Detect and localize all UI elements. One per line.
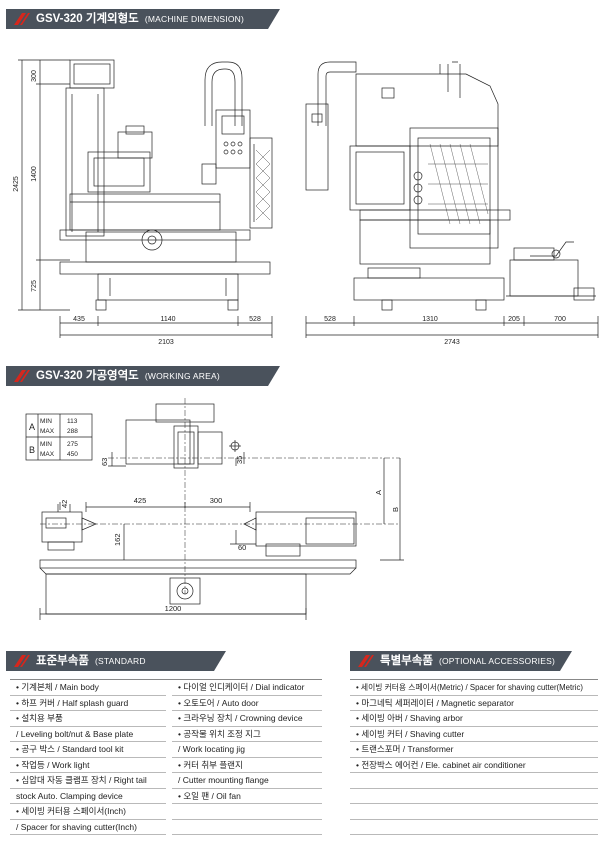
dim-h1400: 1400	[31, 166, 38, 182]
list-item: • 세이빙 커터 / Shaving cutter	[350, 727, 598, 742]
list-item: • 오토도어 / Auto door	[172, 696, 322, 711]
dim-w1310: 1310	[422, 316, 438, 323]
section-title: GSV-320 기계외형도	[36, 13, 139, 25]
standard-accessories-table: • 기계본체 / Main body • 하프 커버 / Half splash…	[10, 679, 322, 837]
list-item: • 세이빙 커터용 스페이서(Metric) / Spacer for shav…	[350, 680, 598, 696]
dim-h300: 300	[31, 70, 38, 82]
red-stripe-icon	[14, 370, 30, 382]
dim-42: 42	[60, 500, 69, 508]
range-b-max-label: MAX	[40, 451, 55, 458]
dim-w435: 435	[73, 316, 85, 323]
range-a-min: 113	[67, 418, 78, 425]
red-stripe-icon	[358, 655, 374, 667]
list-item: • 작업등 / Work light	[10, 758, 166, 773]
red-stripe-icon	[14, 13, 30, 25]
dim-w2103: 2103	[158, 339, 174, 346]
list-item	[172, 820, 322, 835]
working-area-drawing: A MIN 113 MAX 288 B MIN 275 MAX 450	[25, 398, 404, 620]
dim-1200: 1200	[165, 604, 182, 613]
list-item	[350, 804, 598, 820]
range-b-min-label: MIN	[40, 441, 52, 448]
machine-dimension-drawing: 300 1400 2425 725 435 1140 528 2103 528 …	[13, 59, 599, 346]
section-subtitle: (STANDARD ACCESSORIES)	[36, 656, 146, 686]
standard-right-column: • 다이얼 인디케이터 / Dial indicator • 오토도어 / Au…	[172, 680, 322, 835]
dim-63: 63	[100, 458, 109, 466]
red-stripe-icon	[14, 655, 30, 667]
range-b-min: 275	[67, 441, 78, 448]
range-key-a: A	[29, 422, 35, 432]
section-title: 표준부속품	[36, 655, 89, 667]
range-key-b: B	[29, 445, 35, 455]
dim-300: 300	[210, 496, 223, 505]
list-item: • 다이얼 인디케이터 / Dial indicator	[172, 680, 322, 696]
list-item: • 전장박스 에어컨 / Ele. cabinet air conditione…	[350, 758, 598, 773]
list-item: • 커터 취부 플랜지	[172, 758, 322, 773]
optional-accessories-table: • 세이빙 커터용 스페이서(Metric) / Spacer for shav…	[350, 679, 598, 837]
standard-left-column: • 기계본체 / Main body • 하프 커버 / Half splash…	[10, 680, 166, 835]
list-item: • 기계본체 / Main body	[10, 680, 166, 696]
section-title: 특별부속품	[380, 655, 433, 667]
list-item	[350, 773, 598, 789]
dim-w528-side: 528	[324, 316, 336, 323]
section-header-machine-dimension: GSV-320 기계외형도 (MACHINE DIMENSION)	[6, 9, 280, 29]
dim-w700: 700	[554, 316, 566, 323]
section-subtitle: (OPTIONAL ACCESSORIES)	[438, 656, 555, 666]
dim-425: 425	[134, 496, 147, 505]
list-item	[172, 804, 322, 820]
list-item: • 세이빙 커터용 스페이서(Inch)	[10, 804, 166, 820]
dim-w205: 205	[508, 316, 520, 323]
range-a-max-label: MAX	[40, 428, 55, 435]
dim-h2425: 2425	[13, 176, 20, 192]
list-item: / Work locating jig	[172, 742, 322, 758]
range-a-max: 288	[67, 428, 78, 435]
list-item	[350, 789, 598, 804]
list-item: / Leveling bolt/nut & Base plate	[10, 727, 166, 742]
list-item: • 공구 박스 / Standard tool kit	[10, 742, 166, 758]
range-b-max: 450	[67, 451, 78, 458]
list-item: • 크라우닝 장치 / Crowning device	[172, 711, 322, 727]
dim-w2743: 2743	[444, 339, 460, 346]
section-title: GSV-320 가공영역도	[36, 370, 139, 382]
list-item: • 세이빙 아버 / Shaving arbor	[350, 711, 598, 727]
list-item: • 마그네틱 세퍼레이터 / Magnetic separator	[350, 696, 598, 711]
list-item: • 오일 팬 / Oil fan	[172, 789, 322, 804]
dim-35: 35	[235, 456, 244, 464]
range-a-min-label: MIN	[40, 418, 52, 425]
dim-162: 162	[113, 533, 122, 546]
list-item: • 공작물 위치 조정 지그	[172, 727, 322, 742]
section-subtitle: (WORKING AREA)	[144, 371, 220, 381]
dim-label-a: A	[374, 490, 383, 495]
list-item: / Spacer for shaving cutter(Inch)	[10, 820, 166, 835]
section-header-standard-accessories: 표준부속품 (STANDARD ACCESSORIES)	[6, 651, 226, 686]
list-item	[350, 820, 598, 835]
list-item: • 심압대 자동 클램프 장치 / Right tail	[10, 773, 166, 789]
range-table	[25, 413, 93, 461]
list-item: • 트랜스포머 / Transformer	[350, 742, 598, 758]
list-item: • 하프 커버 / Half splash guard	[10, 696, 166, 711]
section-header-optional-accessories: 특별부속품 (OPTIONAL ACCESSORIES)	[350, 651, 572, 671]
dim-w1140: 1140	[160, 316, 175, 323]
section-header-working-area: GSV-320 가공영역도 (WORKING AREA)	[6, 366, 280, 386]
section-subtitle: (MACHINE DIMENSION)	[144, 14, 245, 24]
list-item: • 설치용 부품	[10, 711, 166, 727]
dim-60: 60	[238, 543, 246, 552]
dim-w528-front: 528	[249, 316, 261, 323]
dim-label-b: B	[391, 507, 400, 512]
optional-column: • 세이빙 커터용 스페이서(Metric) / Spacer for shav…	[350, 680, 598, 835]
list-item: / Cutter mounting flange	[172, 773, 322, 789]
dim-h725: 725	[31, 280, 38, 292]
list-item: stock Auto. Clamping device	[10, 789, 166, 804]
